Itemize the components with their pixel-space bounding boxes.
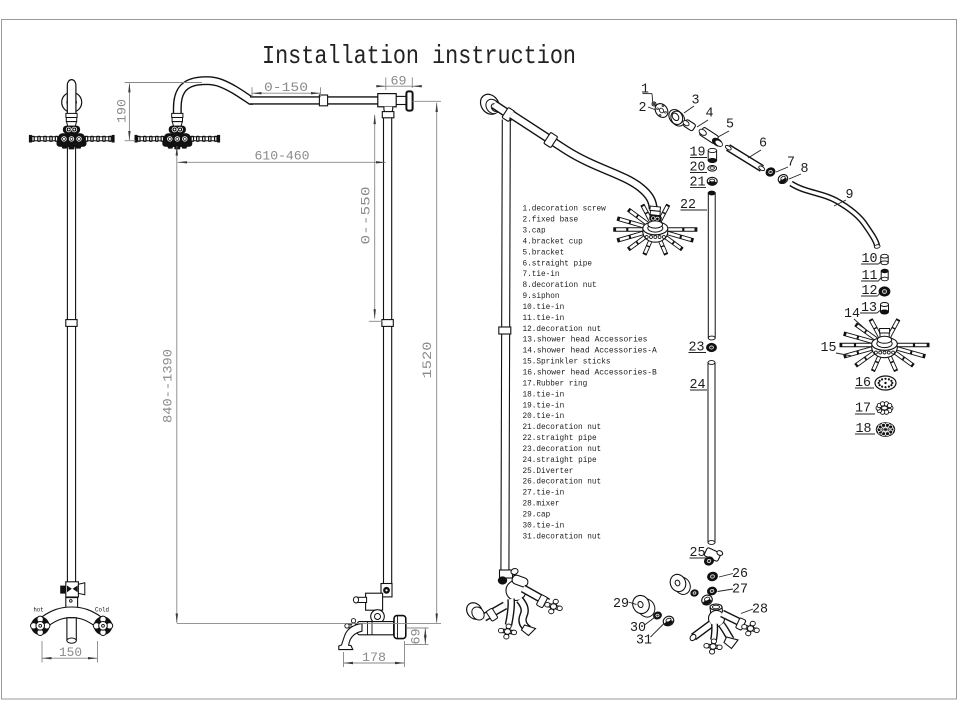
- svg-text:190: 190: [116, 99, 130, 123]
- svg-text:17.Rubber ring: 17.Rubber ring: [523, 378, 588, 388]
- svg-text:22: 22: [680, 198, 696, 213]
- svg-text:5.bracket: 5.bracket: [523, 247, 565, 257]
- svg-text:18.tie-in: 18.tie-in: [523, 389, 565, 399]
- svg-text:8.decoration nut: 8.decoration nut: [523, 280, 597, 290]
- svg-text:17: 17: [855, 402, 871, 417]
- svg-text:1: 1: [641, 83, 649, 98]
- svg-text:26: 26: [732, 567, 748, 582]
- svg-text:14.shower head Accessories-A: 14.shower head Accessories-A: [523, 346, 658, 356]
- svg-text:6: 6: [759, 137, 767, 152]
- svg-text:30: 30: [630, 621, 646, 636]
- svg-text:29.cap: 29.cap: [523, 509, 551, 519]
- svg-text:10: 10: [862, 252, 878, 267]
- svg-text:19: 19: [690, 146, 706, 161]
- svg-text:27: 27: [732, 583, 748, 598]
- svg-text:1520: 1520: [421, 342, 435, 379]
- svg-text:22.straight pipe: 22.straight pipe: [523, 433, 597, 443]
- svg-text:4.bracket cup: 4.bracket cup: [523, 236, 583, 246]
- svg-text:9.siphon: 9.siphon: [523, 291, 560, 301]
- svg-text:12.decoration nut: 12.decoration nut: [523, 324, 602, 334]
- svg-text:610-460: 610-460: [255, 150, 310, 164]
- svg-text:2.fixed base: 2.fixed base: [523, 215, 579, 225]
- svg-text:Cold: Cold: [95, 607, 109, 614]
- svg-text:15: 15: [821, 341, 837, 356]
- svg-text:178: 178: [362, 651, 386, 665]
- svg-text:13.shower head Accessories: 13.shower head Accessories: [523, 335, 648, 345]
- svg-text:23: 23: [689, 341, 705, 356]
- svg-text:28: 28: [752, 603, 768, 618]
- svg-text:3: 3: [692, 94, 700, 109]
- svg-text:2: 2: [639, 101, 647, 116]
- svg-text:23.decoration nut: 23.decoration nut: [523, 444, 602, 454]
- svg-text:150: 150: [59, 646, 82, 660]
- svg-text:4: 4: [706, 107, 714, 122]
- svg-text:28.mixer: 28.mixer: [523, 499, 560, 509]
- svg-text:0--550: 0--550: [360, 187, 374, 245]
- svg-text:14: 14: [844, 307, 860, 322]
- svg-text:18: 18: [856, 422, 872, 437]
- svg-text:24: 24: [690, 378, 706, 393]
- svg-text:26.decoration nut: 26.decoration nut: [523, 477, 602, 487]
- svg-text:12: 12: [862, 284, 878, 299]
- svg-text:25.Diverter: 25.Diverter: [523, 466, 574, 476]
- svg-text:21.decoration nut: 21.decoration nut: [523, 422, 602, 432]
- svg-text:27.tie-in: 27.tie-in: [523, 488, 565, 498]
- svg-text:31: 31: [636, 634, 652, 649]
- svg-text:11.tie-in: 11.tie-in: [523, 313, 565, 323]
- svg-text:7.tie-in: 7.tie-in: [523, 269, 560, 279]
- svg-text:20: 20: [690, 161, 706, 176]
- svg-text:1.decoration screw: 1.decoration screw: [523, 204, 607, 214]
- svg-text:20.tie-in: 20.tie-in: [523, 411, 565, 421]
- svg-text:69: 69: [410, 629, 424, 645]
- svg-text:13: 13: [861, 301, 877, 316]
- svg-text:840--1390: 840--1390: [162, 349, 176, 423]
- svg-text:9: 9: [846, 188, 854, 203]
- svg-text:69: 69: [391, 75, 407, 89]
- svg-text:19.tie-in: 19.tie-in: [523, 400, 565, 410]
- svg-text:6.straight pipe: 6.straight pipe: [523, 258, 593, 268]
- svg-text:25: 25: [690, 546, 706, 561]
- svg-text:11: 11: [862, 269, 878, 284]
- svg-text:30.tie-in: 30.tie-in: [523, 520, 565, 530]
- svg-text:31.decoration nut: 31.decoration nut: [523, 531, 602, 541]
- svg-text:10.tie-in: 10.tie-in: [523, 302, 565, 312]
- svg-text:7: 7: [787, 156, 795, 171]
- svg-text:16: 16: [855, 376, 871, 391]
- svg-text:hot: hot: [34, 607, 44, 614]
- svg-text:16.shower head Accessories-B: 16.shower head Accessories-B: [523, 368, 657, 378]
- svg-text:15.Sprinkler sticks: 15.Sprinkler sticks: [523, 357, 611, 367]
- svg-text:0-150: 0-150: [264, 81, 308, 95]
- svg-text:5: 5: [726, 118, 734, 133]
- svg-text:Installation instruction: Installation instruction: [262, 41, 576, 71]
- svg-text:24.straight pipe: 24.straight pipe: [523, 455, 597, 465]
- svg-text:8: 8: [801, 162, 809, 177]
- svg-text:21: 21: [690, 176, 706, 191]
- svg-text:3.cap: 3.cap: [523, 226, 546, 236]
- svg-text:29: 29: [613, 597, 629, 612]
